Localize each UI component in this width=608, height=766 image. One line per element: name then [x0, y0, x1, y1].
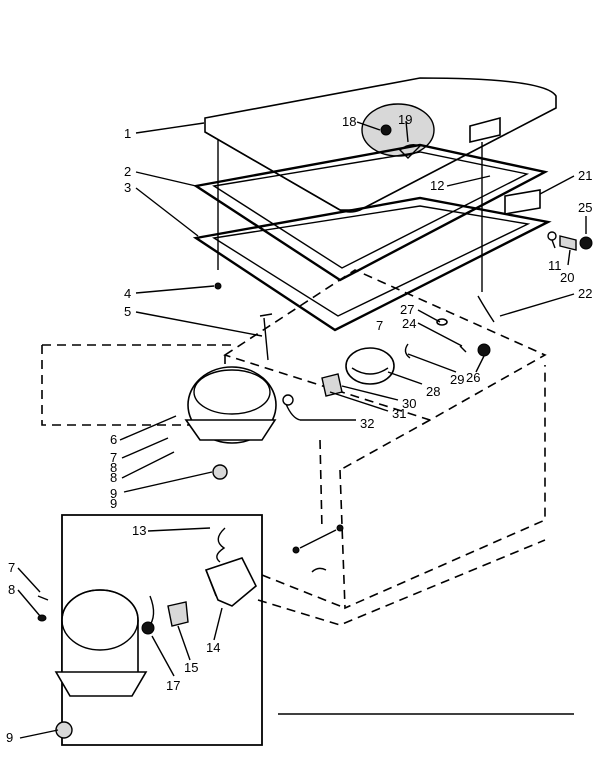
- callout-9-mid: 9: [110, 496, 117, 511]
- callout-15: 15: [184, 660, 198, 675]
- upper-compressor: [184, 366, 277, 480]
- lower-compressor: [37, 589, 148, 739]
- callout-30: 30: [402, 396, 416, 411]
- liner-frame: [192, 196, 552, 332]
- callout-20: 20: [560, 270, 574, 285]
- tubing: [292, 439, 344, 573]
- callout-19: 19: [398, 112, 412, 127]
- callout-7-low: 7: [8, 560, 15, 575]
- gasket: [192, 143, 549, 282]
- callout-29: 29: [450, 372, 464, 387]
- rod-part: [259, 313, 273, 361]
- callout-31: 31: [392, 406, 406, 421]
- callout-22: 22: [578, 286, 592, 301]
- callout-4: 4: [124, 286, 131, 301]
- callout-8-low: 8: [8, 582, 15, 597]
- callout-28: 28: [426, 384, 440, 399]
- callout-2: 2: [124, 164, 131, 179]
- callout-7-mid: 7: [376, 318, 383, 333]
- cabinet-outline: [41, 269, 547, 626]
- callout-11: 11: [548, 258, 562, 273]
- callout-21: 21: [578, 168, 592, 183]
- callout-14: 14: [206, 640, 220, 655]
- callout-1: 1: [124, 126, 131, 141]
- hinge-parts: [214, 140, 593, 323]
- callout-9-low: 9: [6, 730, 13, 745]
- leader-lines: [17, 120, 587, 739]
- callout-6: 6: [110, 432, 117, 447]
- small-components: [282, 318, 491, 421]
- callout-3: 3: [124, 180, 131, 195]
- callout-12: 12: [430, 178, 444, 193]
- callout-26: 26: [466, 370, 480, 385]
- callout-7: 7: [110, 450, 117, 465]
- callout-25: 25: [578, 200, 592, 215]
- lower-panel: [61, 514, 263, 746]
- callout-13: 13: [132, 523, 146, 538]
- callout-17: 17: [166, 678, 180, 693]
- callout-5: 5: [124, 304, 131, 319]
- callout-8-mid: 8: [110, 460, 117, 475]
- callout-labels: 1 2 3 4 5 6 7 8 9 11 12 13 14 15 17 18 1…: [6, 112, 592, 745]
- lid: [204, 77, 557, 213]
- callout-27: 27: [400, 302, 414, 317]
- callout-32: 32: [360, 416, 374, 431]
- callout-8: 8: [110, 470, 117, 485]
- callout-9: 9: [110, 486, 117, 501]
- callout-24: 24: [402, 316, 416, 331]
- callout-18: 18: [342, 114, 356, 129]
